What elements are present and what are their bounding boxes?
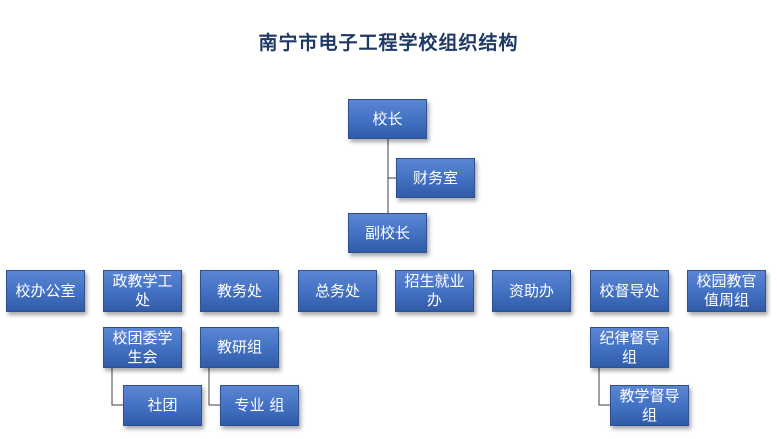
node-teaching-supervision-group: 教学督导组 xyxy=(610,385,689,426)
node-vice-president: 副校长 xyxy=(348,213,427,253)
node-discipline-group: 纪律督导组 xyxy=(590,327,669,368)
node-academic-affairs: 教务处 xyxy=(200,270,279,312)
node-campus-duty: 校园教官值周组 xyxy=(687,270,766,312)
connector-discipline-teachsupervise xyxy=(598,368,610,406)
node-youth-league: 校团委学生会 xyxy=(103,327,182,368)
node-finance-office: 财务室 xyxy=(396,158,475,198)
connector-youth-clubs xyxy=(111,368,123,406)
node-specialty-group: 专业 组 xyxy=(220,385,299,426)
connector-research-specialty xyxy=(208,368,220,406)
node-principal-office: 校办公室 xyxy=(6,270,85,312)
node-clubs: 社团 xyxy=(123,385,202,426)
node-president: 校长 xyxy=(348,99,427,139)
node-admissions-employment: 招生就业办 xyxy=(395,270,474,312)
node-financial-aid: 资助办 xyxy=(492,270,571,312)
node-teaching-research: 教研组 xyxy=(200,327,279,368)
node-political-affairs: 政教学工处 xyxy=(103,270,182,312)
chart-title: 南宁市电子工程学校组织结构 xyxy=(258,32,519,54)
node-supervision: 校督导处 xyxy=(590,270,669,312)
node-general-affairs: 总务处 xyxy=(298,270,377,312)
